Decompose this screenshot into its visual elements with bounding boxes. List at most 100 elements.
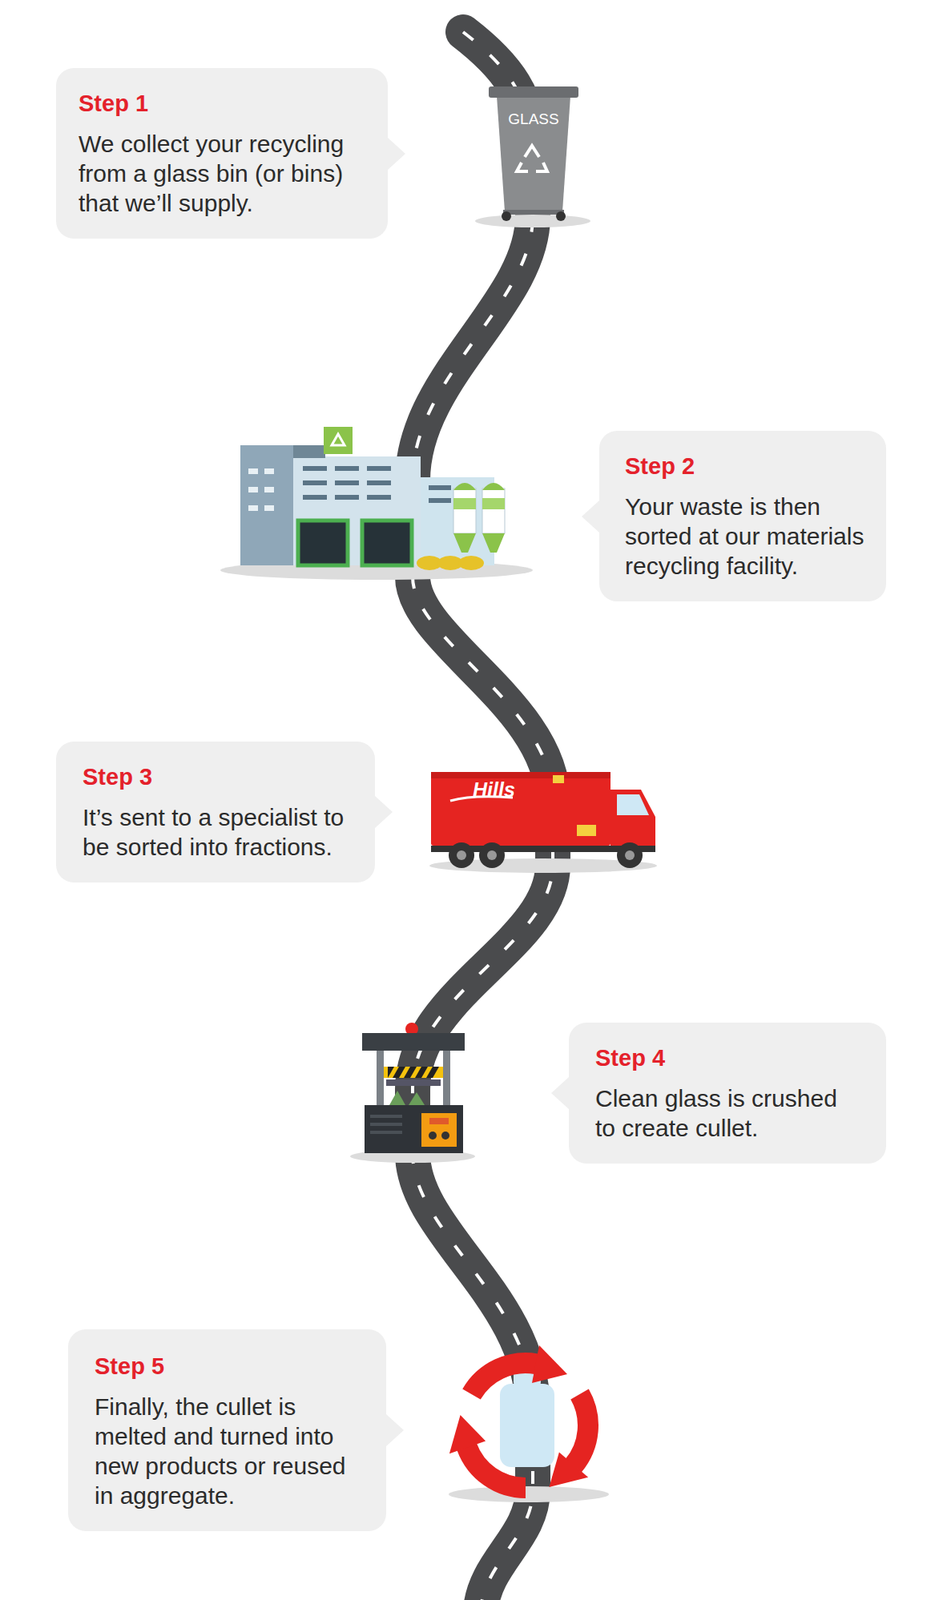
step-callout: Step 1 We collect your recycling from a g… (56, 68, 388, 239)
crusher-part-part (403, 1067, 417, 1079)
crusher-part (387, 1067, 440, 1079)
recycling-facility-part-part (248, 468, 258, 475)
callout-pointer (387, 137, 406, 170)
truck-part (616, 842, 643, 869)
recycling-facility-part (453, 488, 476, 534)
callout-pointer (374, 796, 393, 829)
step-description: Your waste is then sorted at our materia… (624, 491, 882, 581)
crusher-part (408, 1092, 425, 1106)
crusher-part (441, 1132, 450, 1141)
crusher-part (421, 1113, 457, 1148)
step-callout: Step 4Clean glass is crushed to create c… (568, 1023, 887, 1165)
crusher-part (389, 1091, 406, 1106)
truck-part (624, 850, 635, 861)
recycled-bottle-part-part (471, 1363, 537, 1395)
crusher-part (370, 1131, 403, 1135)
glass-bin-part (503, 209, 565, 215)
recycled-bottle-part (448, 1487, 609, 1504)
recycling-facility-part (331, 434, 345, 446)
step-callout: Step 5Finally, the cullet is melted and … (68, 1329, 387, 1532)
recycled-bottle-part-part (541, 1452, 593, 1503)
recycling-facility-part-part (366, 480, 391, 486)
glass-bin-part (535, 162, 548, 172)
recycled-bottle-part-part (435, 1410, 486, 1461)
truck-part (448, 842, 475, 869)
recycling-facility-part (240, 445, 294, 566)
recycling-facility-part (458, 556, 484, 571)
recycling-facility-part (293, 445, 326, 459)
step-heading: Step 3 (82, 762, 363, 793)
glass-bin-part (524, 145, 540, 158)
crusher-part (443, 1051, 451, 1108)
truck-part (456, 850, 467, 861)
recycled-bottle-part (471, 1345, 569, 1395)
recycling-facility-part-part (366, 466, 391, 472)
glass-bin-part (501, 211, 512, 222)
recycling-facility (220, 427, 533, 581)
recycling-facility-part-part (334, 495, 359, 500)
crusher-part-part (415, 1067, 428, 1079)
glass-bin-part (475, 214, 591, 228)
crusher-part (376, 1051, 384, 1108)
recycled-bottle-part (499, 1384, 555, 1468)
truck-logo: Hills (472, 778, 553, 802)
recycling-facility-part (482, 483, 505, 491)
crusher-part (383, 1067, 444, 1079)
truck-part (616, 794, 649, 816)
crusher-part (429, 1118, 449, 1125)
crusher-part-part (426, 1067, 440, 1079)
recycled-bottle-part (531, 1394, 623, 1503)
crusher-part (428, 1132, 437, 1141)
recycling-facility-part-part (302, 466, 327, 472)
recycled-bottle-part-part (531, 1345, 568, 1384)
recycling-facility-part-part (264, 468, 275, 475)
recycling-facility-part (453, 533, 476, 553)
bin-label: GLASS (490, 110, 577, 129)
truck-part (552, 775, 565, 784)
step-heading: Step 2 (624, 451, 882, 482)
crusher-part (364, 1105, 464, 1154)
step-description: We collect your recycling from a glass b… (78, 128, 367, 218)
truck-part (610, 789, 656, 848)
recycling-facility-part (453, 498, 476, 510)
recycling-facility-part (453, 483, 476, 491)
step-callout: Step 2 Your waste is then sorted at our m… (599, 431, 887, 602)
truck-part (487, 850, 497, 861)
callout-pointer (581, 500, 600, 533)
crusher-part (386, 1080, 441, 1087)
callout-pointer (551, 1077, 569, 1110)
recycling-facility-part (482, 498, 505, 510)
truck-part (479, 842, 505, 869)
recycling-facility-part-part (264, 505, 275, 512)
crusher-part-part (392, 1067, 406, 1079)
recycling-facility-part-part (248, 505, 258, 512)
step-heading: Step 1 (78, 88, 367, 119)
step-heading: Step 4 (595, 1043, 851, 1074)
recycled-bottle-part (435, 1405, 526, 1513)
recycling-facility-part-part (264, 487, 275, 493)
glass-bin-part (556, 211, 566, 222)
truck (429, 772, 657, 874)
step-callout: Step 3 It’s sent to a specialist to be so… (56, 741, 375, 883)
crusher-part-part (387, 1067, 395, 1079)
glass-bin (475, 86, 591, 228)
recycling-facility-part-part (334, 480, 359, 486)
recycling-facility-part-part (428, 498, 452, 504)
crusher-part (362, 1033, 465, 1052)
recycling-facility-part (482, 488, 505, 534)
recycling-facility-part (323, 427, 353, 455)
recycled-bottle (435, 1345, 622, 1513)
recycling-facility-part (362, 520, 412, 566)
step-heading: Step 5 (94, 1352, 359, 1383)
recycling-facility-part-part (248, 487, 258, 493)
recycling-facility-part (482, 533, 505, 553)
recycling-facility-part-part (302, 480, 327, 486)
crusher-part (370, 1115, 403, 1119)
recycling-facility-part-part (428, 485, 452, 491)
callout-pointer (386, 1414, 404, 1447)
crusher (350, 1023, 476, 1164)
truck-part (431, 772, 611, 779)
step-description: It’s sent to a specialist to be sorted i… (82, 802, 363, 863)
recycling-facility-part-part (302, 495, 327, 500)
recycling-facility-part (298, 520, 348, 566)
